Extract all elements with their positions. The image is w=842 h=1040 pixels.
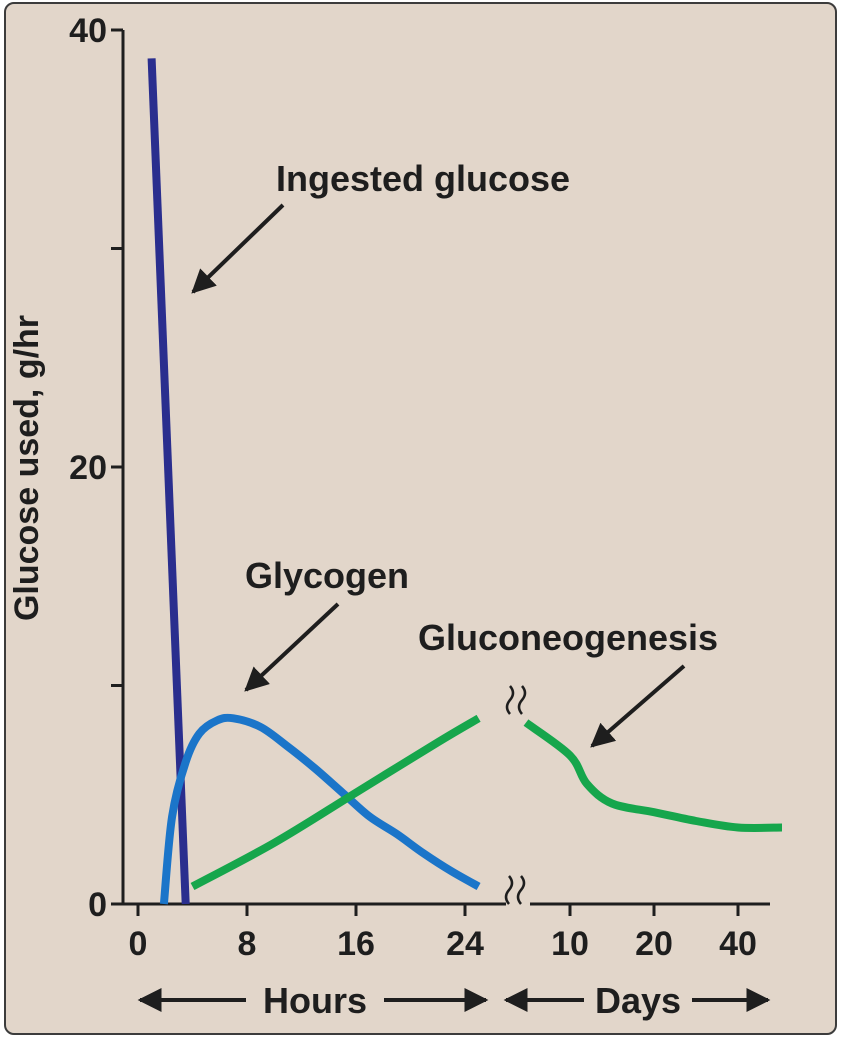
days-range-indicator: Days	[503, 980, 771, 1021]
x-tick-label-days-40: 40	[719, 925, 757, 963]
annotation-gluconeogenesis-arrow	[590, 664, 686, 748]
annotation-glycogen-arrow	[244, 602, 340, 692]
axis-break-stroke-1	[517, 685, 527, 715]
annotation-gluconeogenesis-text: Gluconeogenesis	[418, 617, 718, 658]
axis-break-stroke-1	[516, 875, 526, 905]
annotation-glycogen: Glycogen	[244, 555, 409, 692]
days-label: Days	[595, 980, 681, 1021]
x-tick-label-hours-0: 0	[129, 925, 148, 963]
axis-break-stroke-0	[504, 875, 514, 905]
annotation-ingested-glucose: Ingested glucose	[191, 158, 570, 294]
x-tick-label-hours-24: 24	[446, 925, 484, 963]
y-tick-label-40: 40	[69, 12, 107, 50]
x-tick-label-days-20: 20	[635, 925, 673, 963]
x-tick-label-hours-16: 16	[337, 925, 375, 963]
tick-labels: 0 20 40 0 8 16 24 10 20 40	[69, 12, 757, 963]
series-line-gluconeogenesis-days	[523, 719, 783, 832]
x-tick-label-days-10: 10	[551, 925, 589, 963]
axis-break-stroke-0	[505, 685, 515, 715]
series-line-glycogen-hours	[159, 713, 481, 905]
annotation-gluconeogenesis: Gluconeogenesis	[418, 617, 718, 748]
series-line-gluconeogenesis-hours	[190, 714, 481, 891]
axis-break-bottom	[504, 875, 526, 905]
annotation-ingested-glucose-arrow	[191, 203, 285, 294]
y-tick-label-20: 20	[69, 449, 107, 487]
y-axis-label: Glucose used, g/hr	[8, 315, 46, 621]
annotation-ingested-glucose-text: Ingested glucose	[276, 158, 570, 199]
series-line-ingested-glucose-hours	[147, 58, 190, 905]
hours-label: Hours	[263, 980, 367, 1021]
chart-frame	[4, 2, 837, 1035]
annotation-glycogen-text: Glycogen	[245, 555, 409, 596]
hours-range-indicator: Hours	[137, 980, 489, 1021]
y-tick-label-0: 0	[88, 886, 107, 924]
x-tick-label-hours-8: 8	[238, 925, 257, 963]
axes	[111, 28, 770, 916]
axis-break-top	[505, 685, 527, 715]
series-layer	[147, 58, 783, 905]
